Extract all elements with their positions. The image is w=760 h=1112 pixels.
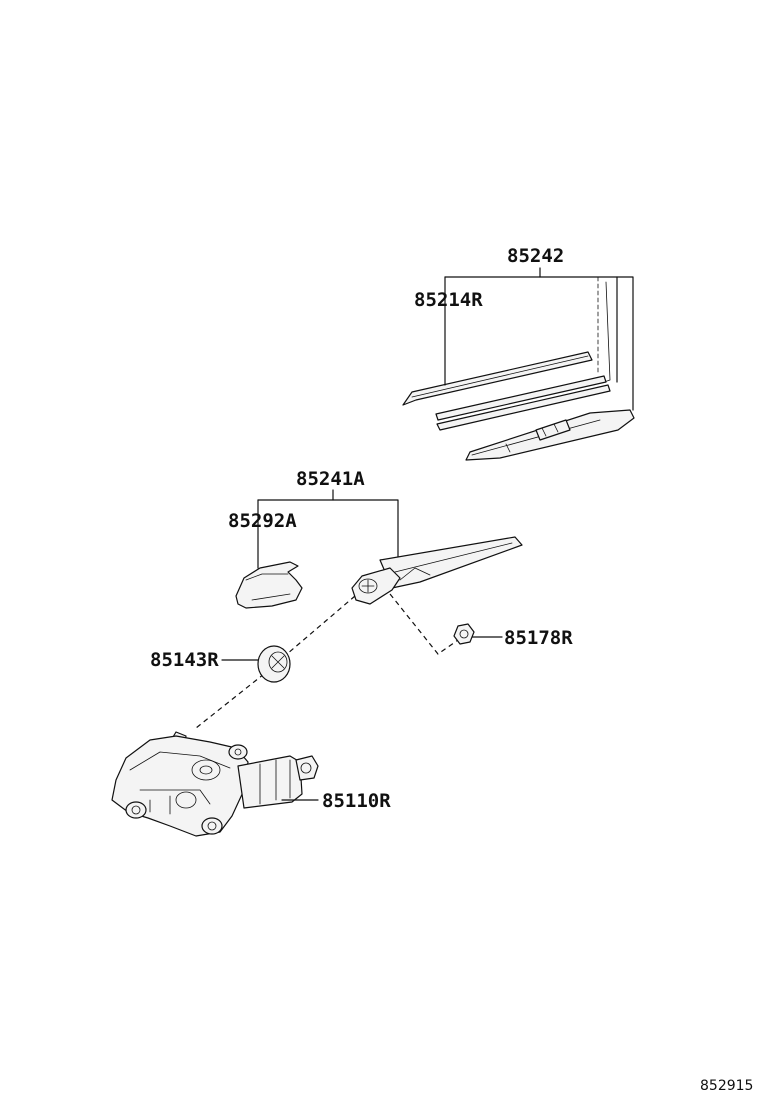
wiper-arm-assembly (257, 489, 523, 605)
nut (453, 623, 503, 645)
label-85242: 85242 (507, 245, 564, 267)
pivot-cap (221, 645, 291, 683)
arm-cover (235, 499, 303, 609)
wiper-blade-assembly (402, 267, 635, 461)
assembly-line-nut (389, 593, 459, 655)
label-85292A: 85292A (228, 510, 297, 532)
label-85178R: 85178R (504, 627, 573, 649)
wiper-motor (111, 731, 319, 837)
label-85214R: 85214R (414, 289, 483, 311)
label-85241A: 85241A (296, 468, 365, 490)
assembly-line-motor (195, 673, 265, 729)
label-85143R: 85143R (150, 649, 219, 671)
label-85110R: 85110R (322, 790, 391, 812)
diagram-code: 852915 (700, 1078, 753, 1094)
assembly-line-cap (279, 595, 356, 661)
